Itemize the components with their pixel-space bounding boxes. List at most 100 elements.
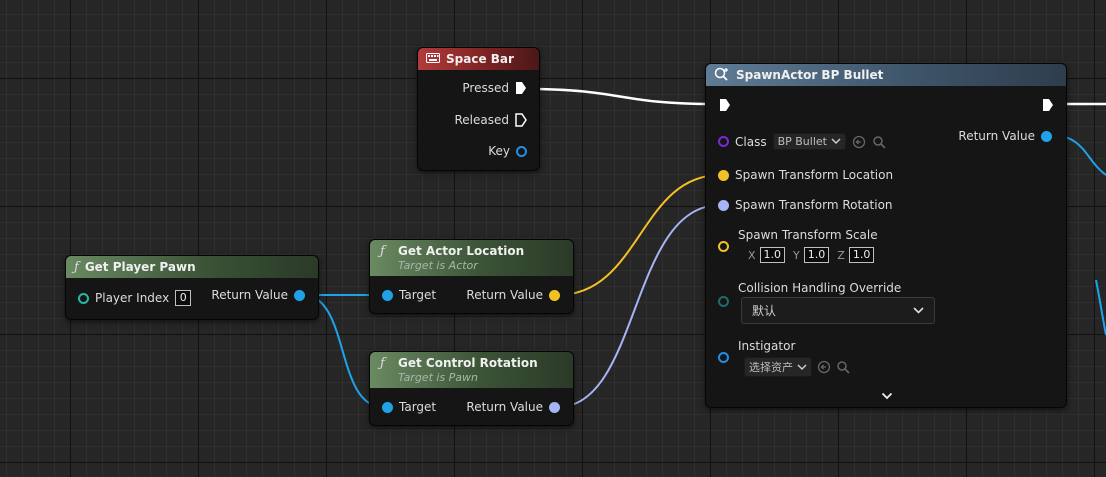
location-return-pin-row[interactable]: Return Value — [466, 288, 560, 302]
scale-fields-row: X 1.0 Y 1.0 Z 1.0 — [748, 247, 875, 263]
rotation-pin-row[interactable]: Spawn Transform Rotation — [718, 198, 893, 212]
keyboard-icon — [426, 52, 440, 66]
scale-z-label: Z — [837, 248, 845, 262]
expand-advanced-chevron-icon[interactable] — [881, 392, 893, 400]
location-target-label: Target — [399, 288, 437, 302]
instigator-label: Instigator — [738, 339, 796, 353]
get-actor-location-subtitle: Target is Actor — [398, 259, 478, 272]
exec-in-pin-icon[interactable] — [719, 98, 731, 112]
rotation-return-label: Return Value — [466, 400, 543, 414]
function-icon: ƒ — [380, 356, 385, 371]
chevron-down-icon — [831, 138, 841, 145]
instigator-label-row: Instigator — [738, 339, 795, 353]
collision-label: Collision Handling Override — [738, 281, 902, 295]
exec-pin-filled-icon[interactable] — [515, 81, 527, 95]
class-label: Class — [735, 134, 767, 149]
get-actor-location-node[interactable]: ƒ Get Actor Location Target is Actor Tar… — [369, 239, 574, 314]
get-actor-location-title: Get Actor Location — [398, 244, 525, 258]
scale-pin-row[interactable] — [718, 241, 729, 252]
key-pin-row[interactable]: Key — [488, 144, 527, 158]
pawn-return-value-label: Return Value — [211, 288, 288, 302]
get-player-pawn-header[interactable]: ƒ Get Player Pawn — [66, 256, 318, 278]
space-bar-header[interactable]: Space Bar — [418, 48, 539, 70]
collision-value: 默认 — [752, 304, 777, 318]
use-selected-icon[interactable] — [852, 135, 866, 149]
spawn-return-value-pin-icon[interactable] — [1041, 130, 1052, 142]
class-value: BP Bullet — [777, 135, 827, 148]
rotation-target-pin-icon[interactable] — [382, 401, 393, 413]
location-label: Spawn Transform Location — [735, 168, 894, 182]
location-return-label: Return Value — [466, 288, 543, 302]
class-pin-icon[interactable] — [718, 136, 729, 147]
rotation-target-pin-row[interactable]: Target — [382, 400, 436, 414]
scale-z-input[interactable]: 1.0 — [848, 247, 875, 263]
return-value-pin-row[interactable]: Return Value — [958, 129, 1052, 143]
pawn-return-value-pin-row[interactable]: Return Value — [211, 288, 305, 302]
chevron-down-icon — [797, 363, 807, 370]
collision-pin-icon[interactable] — [718, 296, 729, 307]
player-index-label: Player Index — [95, 291, 170, 305]
rotation-return-pin-row[interactable]: Return Value — [466, 400, 560, 414]
browse-search-icon[interactable] — [836, 360, 850, 374]
spawn-return-value-label: Return Value — [958, 129, 1035, 143]
browse-search-icon[interactable] — [872, 135, 886, 149]
get-control-rotation-title: Get Control Rotation — [398, 356, 538, 370]
pressed-pin-row[interactable]: Pressed — [462, 81, 527, 95]
scale-y-label: Y — [793, 248, 800, 262]
pressed-label: Pressed — [462, 81, 509, 95]
released-pin-row[interactable]: Released — [454, 113, 527, 127]
use-selected-icon[interactable] — [817, 360, 831, 374]
player-index-pin-icon[interactable] — [78, 292, 89, 304]
scale-x-label: X — [748, 248, 756, 262]
get-control-rotation-subtitle: Target is Pawn — [398, 371, 479, 384]
rotation-target-label: Target — [399, 400, 437, 414]
get-player-pawn-node[interactable]: ƒ Get Player Pawn Player Index 0 Return … — [65, 255, 319, 320]
object-wire-return-out-2 — [1095, 279, 1106, 336]
spawn-actor-header[interactable]: SpawnActor BP Bullet — [706, 64, 1066, 86]
location-target-pin-row[interactable]: Target — [382, 288, 436, 302]
get-player-pawn-title: Get Player Pawn — [84, 260, 196, 274]
location-pin-row[interactable]: Spawn Transform Location — [718, 168, 893, 182]
location-target-pin-icon[interactable] — [382, 289, 393, 301]
class-dropdown[interactable]: BP Bullet — [772, 133, 846, 150]
exec-out-pin-icon[interactable] — [1042, 98, 1054, 112]
instigator-value: 选择资产 — [749, 361, 793, 374]
instigator-controls-row: 选择资产 — [744, 357, 850, 377]
collision-pin-row[interactable] — [718, 296, 729, 307]
scale-label-row: Spawn Transform Scale — [738, 228, 878, 242]
function-icon: ƒ — [380, 244, 385, 259]
location-pin-icon[interactable] — [718, 169, 729, 181]
get-control-rotation-header[interactable]: ƒ Get Control Rotation Target is Pawn — [370, 352, 573, 388]
collision-label-row: Collision Handling Override — [738, 281, 901, 295]
scale-label: Spawn Transform Scale — [738, 228, 878, 242]
player-index-pin-row[interactable]: Player Index 0 — [78, 290, 192, 306]
key-pin-icon[interactable] — [516, 145, 527, 157]
rotation-label: Spawn Transform Rotation — [735, 198, 893, 212]
released-label: Released — [454, 113, 509, 127]
class-pin-row[interactable]: Class BP Bullet — [718, 133, 886, 150]
get-actor-location-header[interactable]: ƒ Get Actor Location Target is Actor — [370, 240, 573, 276]
scale-pin-icon[interactable] — [718, 241, 729, 252]
exec-pin-hollow-icon[interactable] — [515, 113, 527, 127]
space-bar-event-node[interactable]: Space Bar Pressed Released Key — [417, 47, 540, 171]
pawn-return-value-pin-icon[interactable] — [294, 289, 305, 301]
rotation-return-pin-icon[interactable] — [549, 401, 560, 413]
spawn-actor-node[interactable]: SpawnActor BP Bullet Class BP Bullet Ret… — [705, 63, 1067, 408]
instigator-pin-icon[interactable] — [718, 352, 729, 363]
rotation-pin-icon[interactable] — [718, 199, 729, 211]
instigator-dropdown[interactable]: 选择资产 — [744, 357, 812, 377]
vector-wire-location — [557, 174, 721, 296]
chevron-down-icon — [913, 307, 924, 314]
instigator-pin-row[interactable] — [718, 352, 729, 363]
get-control-rotation-node[interactable]: ƒ Get Control Rotation Target is Pawn Ta… — [369, 351, 574, 426]
rotator-wire-rotation — [557, 204, 721, 408]
key-label: Key — [488, 144, 510, 158]
scale-y-input[interactable]: 1.0 — [803, 247, 830, 263]
function-icon: ƒ — [74, 259, 79, 275]
scale-x-input[interactable]: 1.0 — [759, 247, 786, 263]
spawn-actor-icon — [714, 67, 730, 84]
location-return-pin-icon[interactable] — [549, 289, 560, 301]
collision-dropdown[interactable]: 默认 — [741, 297, 935, 324]
exec-wire-pressed-to-spawn — [527, 87, 713, 106]
player-index-input[interactable]: 0 — [175, 290, 192, 306]
